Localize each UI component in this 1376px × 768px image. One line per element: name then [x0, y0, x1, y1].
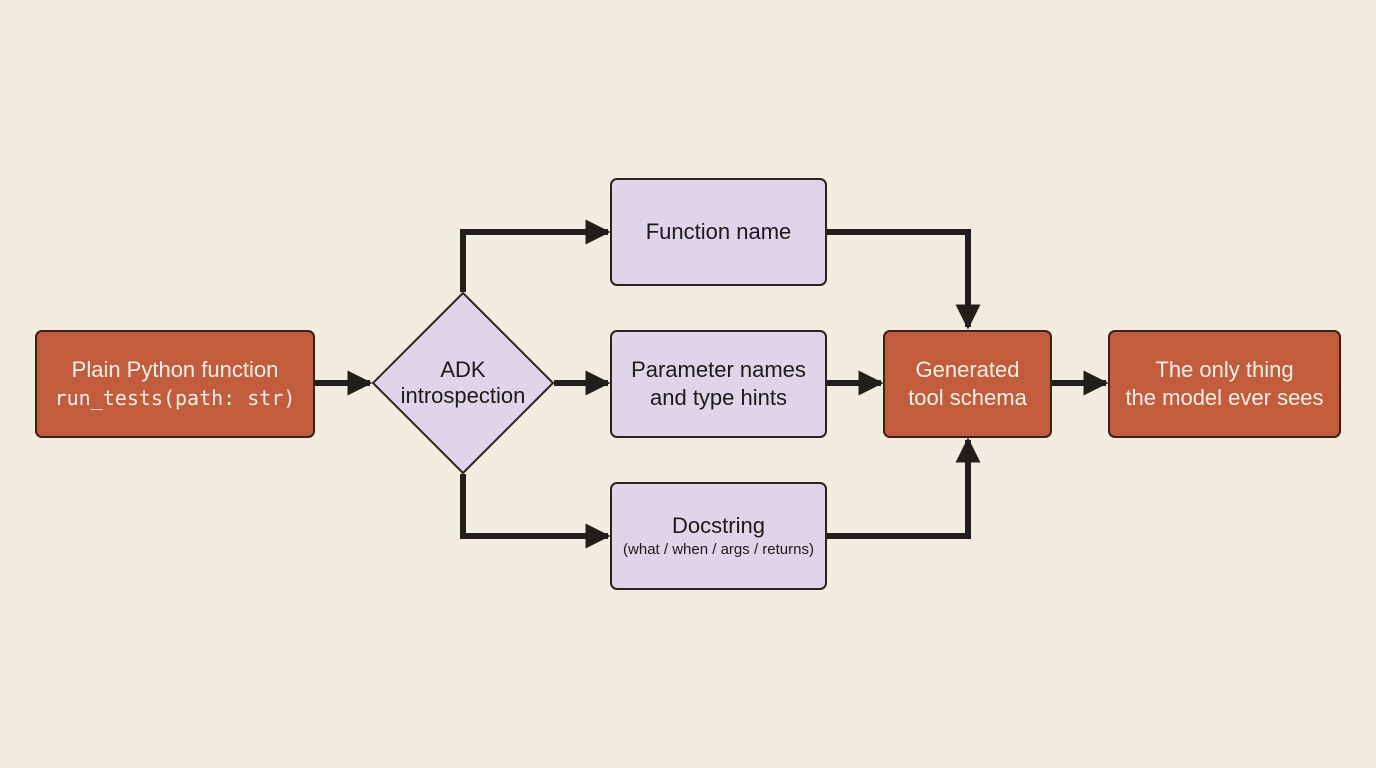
- node-model-view-line2: the model ever sees: [1125, 385, 1324, 410]
- node-introspection-line2: introspection: [400, 383, 526, 408]
- node-docstring-subtitle: (what / when / args / returns): [623, 541, 814, 558]
- node-model-view-line1: The only thing: [1155, 357, 1294, 382]
- node-parameters-line2: and type hints: [650, 385, 787, 410]
- introspection-diamond: [372, 292, 554, 474]
- node-parameters-line1: Parameter names: [631, 357, 806, 382]
- arrow-introspection-to-docstring: [460, 474, 611, 549]
- node-introspection-line1: ADK: [440, 357, 486, 382]
- node-docstring-title: Docstring: [672, 513, 765, 538]
- arrow-introspection-to-function-name: [460, 219, 611, 292]
- node-plain-python-function: Plain Python function run_tests(path: st…: [35, 330, 315, 438]
- node-schema-line1: Generated: [915, 357, 1020, 382]
- arrow-docstring-to-schema: [827, 437, 981, 539]
- node-docstring: Docstring (what / when / args / returns): [610, 482, 827, 590]
- node-model-view: The only thing the model ever sees: [1108, 330, 1341, 438]
- node-schema-line2: tool schema: [908, 385, 1027, 410]
- node-function-name-label: Function name: [645, 219, 792, 244]
- node-source-signature: run_tests(path: str): [54, 386, 296, 410]
- arrow-function-name-to-schema: [827, 229, 981, 330]
- node-source-title: Plain Python function: [71, 357, 279, 382]
- node-function-name: Function name: [610, 178, 827, 286]
- node-generated-tool-schema: Generated tool schema: [883, 330, 1052, 438]
- node-parameter-names: Parameter names and type hints: [610, 330, 827, 438]
- node-adk-introspection: ADK introspection: [372, 292, 554, 474]
